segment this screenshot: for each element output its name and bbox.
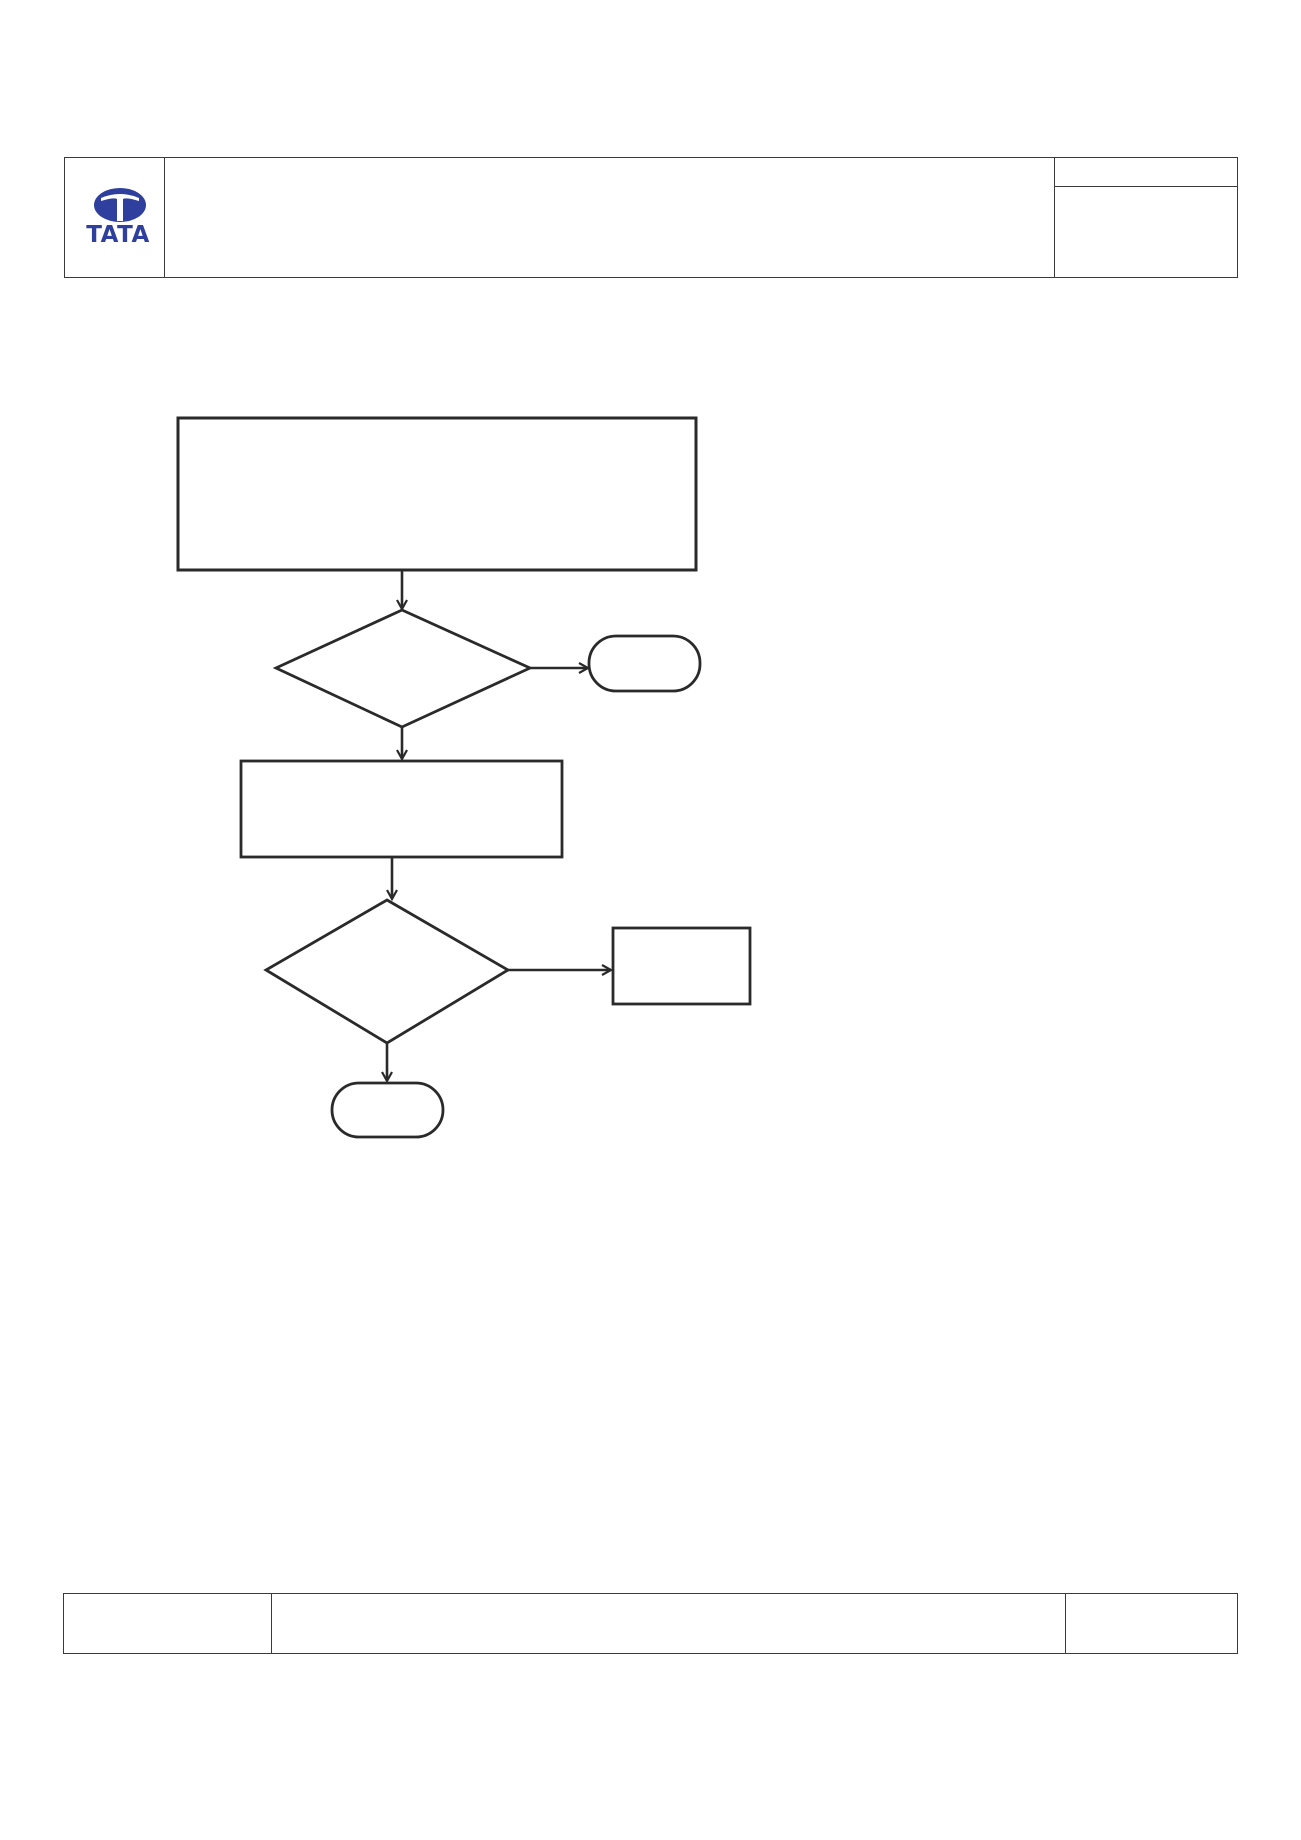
flow-result-box <box>611 926 752 1006</box>
flow-process-box <box>239 759 564 859</box>
footer-center <box>285 1600 1055 1646</box>
footer-left <box>70 1600 265 1646</box>
flow-terminal-1 <box>587 634 702 693</box>
header-doc-revision-cell <box>1054 186 1238 278</box>
flow-decision-1 <box>272 608 534 729</box>
logo-wordmark: TATA <box>86 222 150 248</box>
flow-decision-2 <box>263 898 511 1045</box>
header-logo-cell <box>64 157 165 278</box>
footer-right <box>1072 1600 1232 1646</box>
flow-terminal-2 <box>330 1081 445 1139</box>
footer-right-cell <box>1065 1593 1238 1654</box>
footer-left-cell <box>63 1593 272 1654</box>
tata-logo-icon <box>94 188 146 222</box>
flow-start-box <box>176 416 698 572</box>
